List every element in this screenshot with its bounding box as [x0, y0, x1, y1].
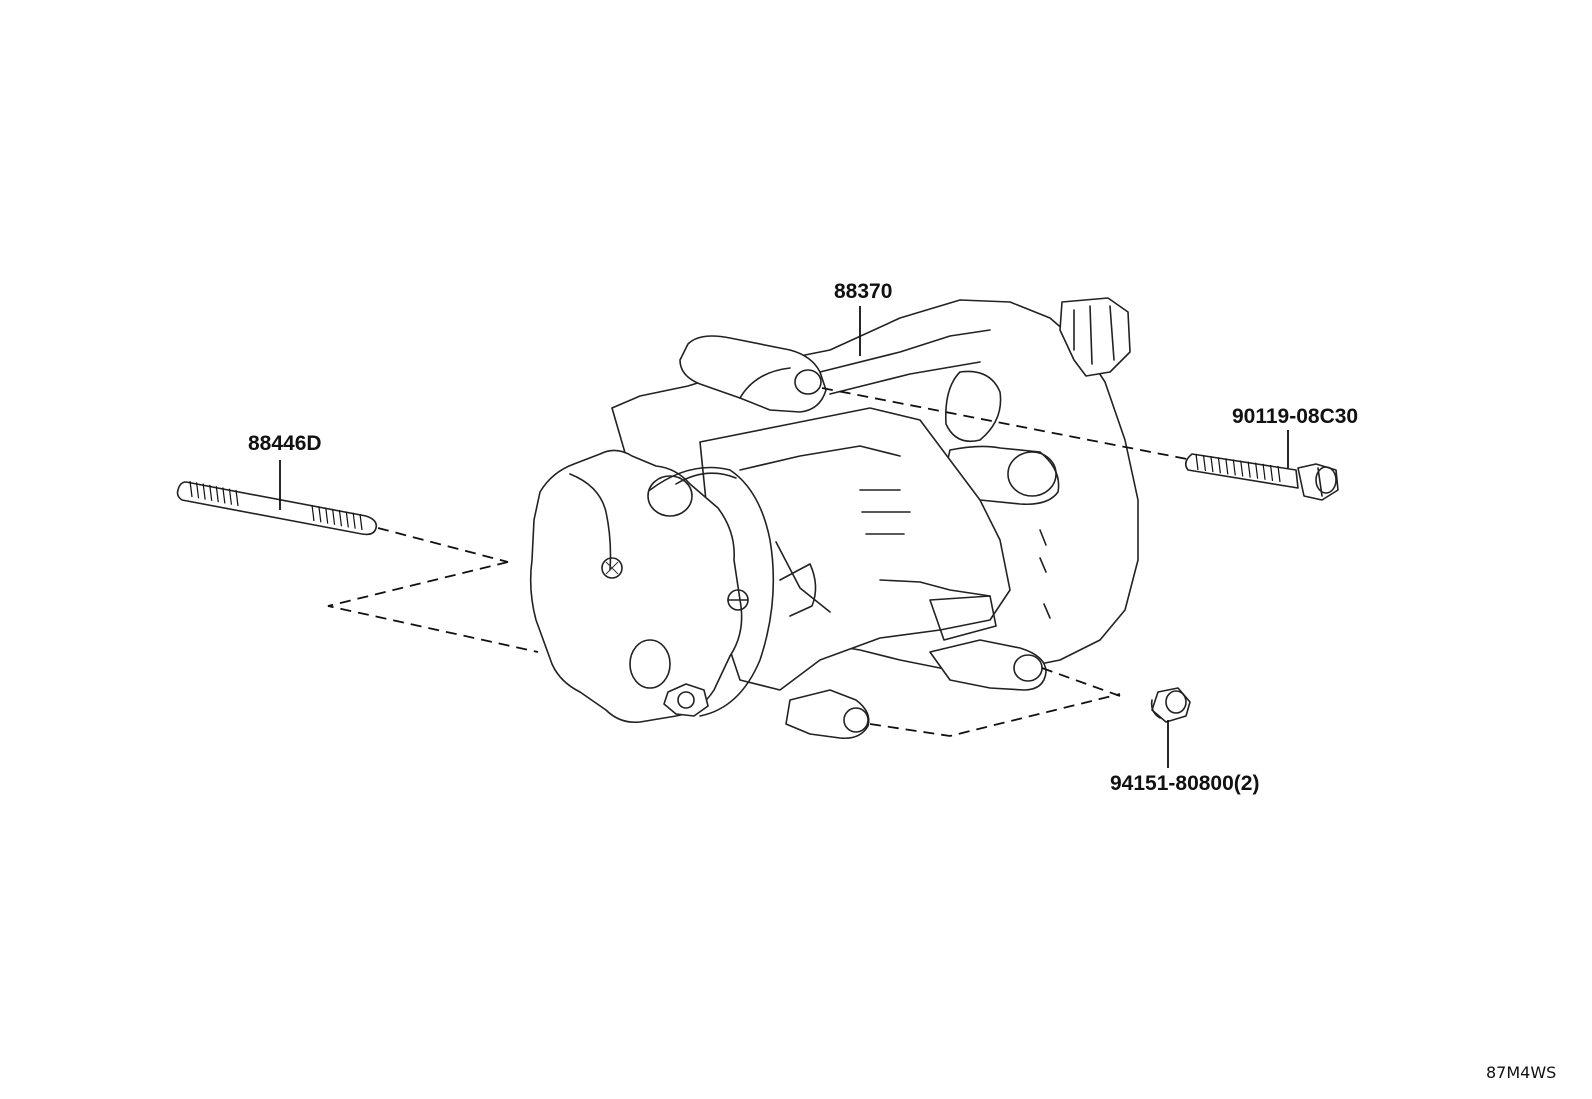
compressor-illustration [529, 297, 1139, 740]
thread-line [1247, 461, 1251, 478]
thread-line [1217, 457, 1221, 474]
thread-line [352, 512, 356, 529]
installation-lines [327, 387, 1193, 737]
thread-line [1240, 460, 1244, 477]
thread-line [1202, 455, 1207, 472]
nut-illustration [1150, 687, 1191, 723]
thread-line [228, 488, 233, 505]
thread-line [1277, 465, 1281, 483]
thread-line [195, 482, 200, 499]
label-flange-bolt: 90119-08C30 [1232, 405, 1358, 428]
thread-line [1262, 463, 1266, 480]
stud-bolt-illustration [176, 480, 378, 536]
thread-line [215, 486, 219, 503]
label-compressor: 88370 [834, 280, 892, 303]
illustration-code: 87M4WS [1486, 1063, 1556, 1082]
thread-line [202, 483, 206, 500]
thread-line [1255, 462, 1259, 479]
thread-line [1232, 459, 1236, 476]
thread-line [1195, 453, 1199, 471]
thread-line [222, 487, 226, 504]
thread-line [331, 508, 336, 525]
label-stud-bolt: 88446D [248, 432, 322, 455]
thread-line [359, 513, 363, 531]
leader-lines [279, 306, 1289, 768]
label-nut: 94151-80800(2) [1110, 772, 1259, 795]
thread-line [318, 506, 322, 523]
thread-line [1269, 464, 1274, 481]
thread-line [345, 511, 349, 528]
thread-line [1225, 458, 1229, 475]
thread-line [1210, 456, 1214, 473]
thread-line [235, 489, 239, 507]
thread-line [189, 480, 193, 498]
thread-line [325, 507, 329, 524]
flange-bolt-illustration [1184, 453, 1339, 501]
thread-line [311, 504, 315, 522]
thread-line [338, 510, 343, 527]
thread-line [209, 484, 213, 501]
